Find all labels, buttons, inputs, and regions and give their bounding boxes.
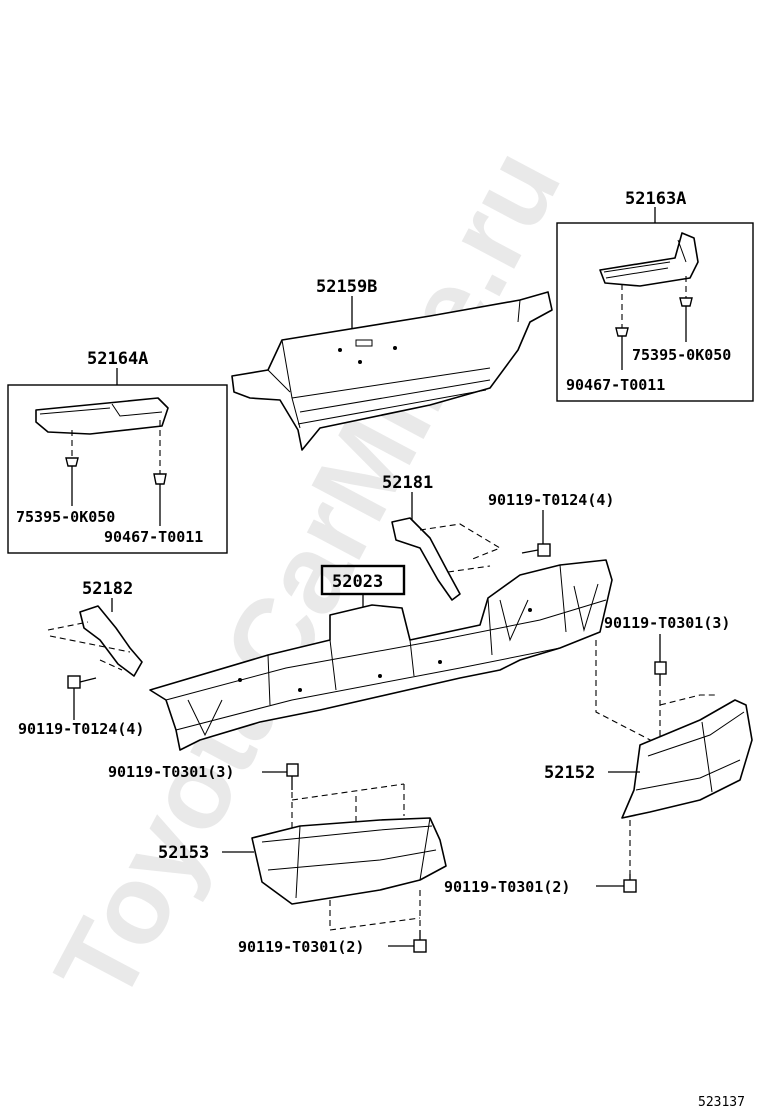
label-90119-T0124-top[interactable]: 90119-T0124(4) [488,491,614,509]
part-52153-bumper-end[interactable] [251,817,447,905]
clip-90467-right[interactable] [615,327,629,370]
diagram-id: 523137 [698,1095,745,1110]
label-52182[interactable]: 52182 [82,579,133,599]
label-90119-T0301-right2[interactable]: 90119-T0301(2) [444,878,570,896]
label-52164A[interactable]: 52164A [87,349,148,369]
label-90119-T0301-left3[interactable]: 90119-T0301(3) [108,763,234,781]
label-52152[interactable]: 52152 [544,763,595,783]
part-52181-bracket[interactable] [391,517,461,601]
bolt-90119-T0124-left[interactable] [67,675,97,689]
part-52182-bracket[interactable] [79,605,143,677]
label-90119-T0301-left2[interactable]: 90119-T0301(2) [238,938,364,956]
dash-52182 [47,621,131,671]
dash-52152-guide [595,640,716,746]
label-90119-T0124-left[interactable]: 90119-T0124(4) [18,720,144,738]
clip-75395-right[interactable] [679,297,693,342]
part-52023-reinforcement[interactable] [149,559,613,751]
dash-52153-bottom [329,890,421,931]
label-75395-right[interactable]: 75395-0K050 [632,346,731,364]
label-75395-left[interactable]: 75395-0K050 [16,508,115,526]
part-52152-bumper-end[interactable] [621,699,753,819]
bolt-90119-T0301-left2[interactable] [413,930,427,953]
inset-frame-52163A [556,222,754,402]
bolt-90119-T0124-top[interactable] [521,543,551,557]
label-52159B[interactable]: 52159B [316,277,377,297]
label-90467-left[interactable]: 90467-T0011 [104,528,203,546]
label-90467-right[interactable]: 90467-T0011 [566,376,665,394]
part-52164A-pad[interactable] [35,397,169,435]
dash-52181 [419,523,502,573]
label-90119-T0301-right3[interactable]: 90119-T0301(3) [604,614,730,632]
bolt-90119-T0301-right3[interactable] [654,661,667,686]
label-52023[interactable]: 52023 [332,572,383,592]
clip-75395-left[interactable] [65,457,79,506]
label-52153[interactable]: 52153 [158,843,209,863]
clip-90467-left[interactable] [153,473,167,526]
label-52163A[interactable]: 52163A [625,189,686,209]
bolt-90119-T0301-right2[interactable] [623,874,637,893]
part-52163A-pad[interactable] [599,232,699,287]
bolt-90119-T0301-left3[interactable] [286,763,299,790]
label-52181[interactable]: 52181 [382,473,433,493]
part-52159B-step[interactable] [231,291,553,451]
